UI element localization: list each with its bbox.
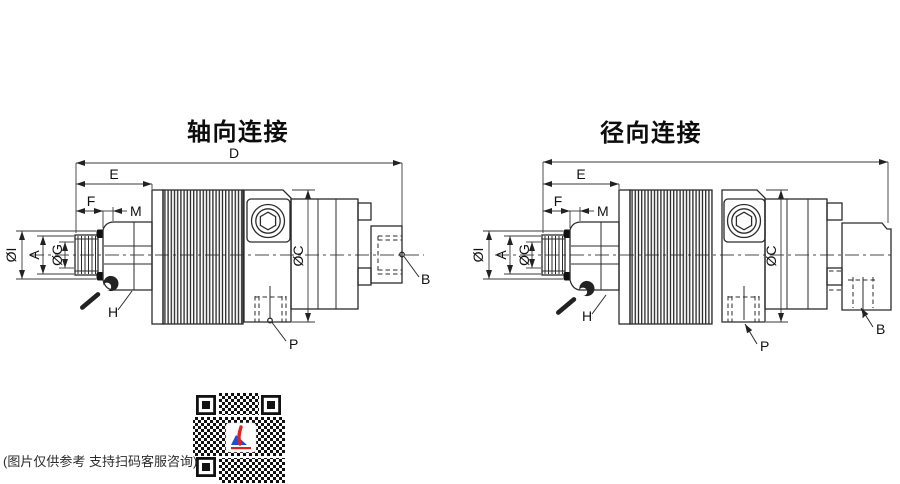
axial-outlet-shaft: B [370, 225, 430, 287]
hex-socket [259, 211, 277, 231]
dim-label-G: ØG [516, 244, 532, 266]
radial-outlet-block: B [829, 222, 892, 337]
dim-label-A: A [26, 250, 42, 260]
dim-label-I: ØI [470, 248, 486, 263]
hex-socket [735, 211, 753, 231]
axial-connection-title: 轴向连接 [187, 119, 289, 146]
axial-connection-diagram: D E F M ØI A ØG [3, 145, 430, 352]
dim-label-P: P [289, 336, 298, 352]
hex-nut [569, 221, 620, 291]
dim-label-P: P [760, 338, 769, 354]
wrench-icon [80, 276, 119, 310]
port-p: P [254, 286, 298, 352]
stepped-cylinder [764, 198, 843, 310]
radial-connection-title: 径向连接 [600, 120, 702, 147]
dim-label-M: M [597, 203, 609, 219]
o-ring-bottom [96, 272, 104, 281]
dim-label-D: D [229, 145, 239, 161]
qr-finder-bottom-left [195, 456, 216, 477]
threaded-fitting [541, 229, 571, 281]
dim-label-F: F [554, 193, 563, 209]
dim-label-E: E [576, 166, 585, 182]
dim-label-A: A [493, 250, 509, 260]
dim-label-G: ØG [49, 244, 65, 266]
customer-service-qr-code [193, 392, 285, 484]
bellows-fins [618, 189, 713, 325]
bellows-fins [151, 189, 244, 325]
port-p: P [727, 286, 769, 354]
reference-note: (图片仅供参考 支持扫码客服咨询) [3, 454, 198, 469]
threaded-fitting [74, 229, 104, 281]
dim-label-H: H [108, 304, 118, 320]
o-ring-top [96, 229, 104, 238]
stepped-cylinder [290, 198, 372, 310]
dim-label-I: ØI [3, 248, 19, 263]
qr-finder-top-right [260, 394, 281, 415]
hex-socket-plug [726, 203, 762, 239]
dim-label-C: ØC [763, 246, 779, 267]
main-housing [243, 189, 292, 323]
dim-label-B: B [421, 271, 430, 287]
qr-center-logo [225, 422, 257, 453]
radial-connection-diagram: E F M ØI A ØG [470, 159, 893, 354]
dim-label-M: M [130, 203, 142, 219]
dim-label-B: B [876, 321, 885, 337]
dim-label-H: H [582, 308, 592, 324]
hex-socket-plug [250, 203, 286, 239]
o-ring-top [563, 229, 571, 238]
dim-label-F: F [87, 193, 96, 209]
dim-label-C: ØC [290, 246, 306, 267]
o-ring-bottom [563, 272, 571, 281]
dim-label-E: E [109, 166, 118, 182]
qr-finder-top-left [195, 394, 216, 415]
wrench-icon [556, 281, 595, 315]
